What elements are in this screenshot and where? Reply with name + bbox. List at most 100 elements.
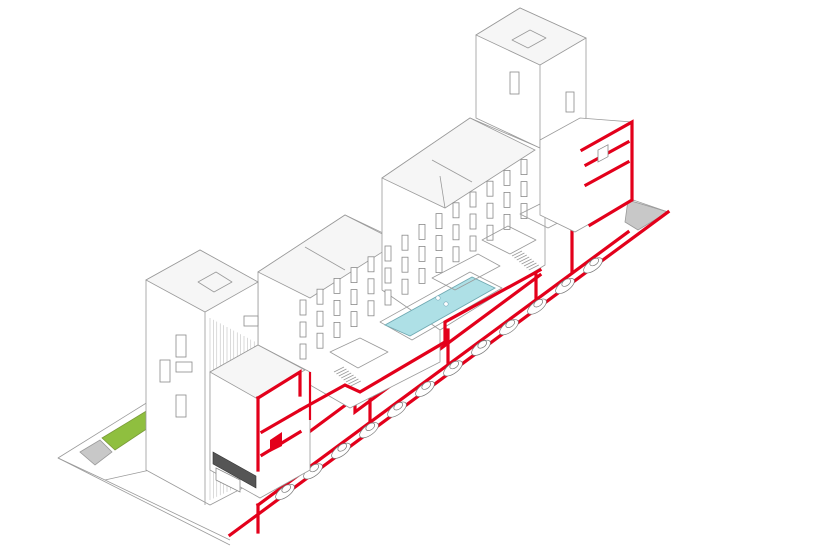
stairs [329, 199, 576, 387]
facade-window [299, 321, 307, 338]
front-tower-roof [145, 249, 259, 313]
pool-float-1 [435, 295, 441, 301]
courtyard-upper-cut [443, 267, 543, 344]
facade-window [333, 299, 341, 316]
parked-car [275, 484, 295, 500]
facade-window [486, 224, 494, 241]
shopfront-glazing [215, 467, 241, 493]
facade-window [401, 234, 409, 251]
facade-window [486, 180, 494, 197]
facade-window [520, 159, 528, 176]
front-low-cut-roof [255, 369, 302, 401]
stair-tread [526, 262, 537, 269]
facade-window [333, 321, 341, 338]
facade-window [299, 299, 307, 316]
stair-tread [350, 380, 361, 387]
facade-window [316, 310, 324, 327]
stair-tread [345, 376, 357, 383]
tower-side-balcony [243, 315, 259, 327]
facade-window [418, 267, 426, 284]
front-tower-balcony [175, 361, 193, 373]
facade-window [503, 213, 511, 230]
facade-window [350, 267, 358, 284]
stair-tread [348, 378, 359, 385]
roof-ridge-1 [304, 246, 346, 271]
facade-window [350, 311, 358, 328]
facade-window [469, 213, 477, 230]
facade-window [384, 267, 392, 284]
front-tower-window-2 [175, 334, 187, 358]
front-low-cut-floor [259, 407, 303, 435]
pool-deck [379, 271, 503, 341]
facade-window [452, 224, 460, 241]
facade-window [367, 278, 375, 295]
paving-right [624, 199, 669, 231]
facade-window [469, 235, 477, 252]
facade-window [503, 169, 511, 186]
right-block-window [597, 144, 609, 163]
cut-stair-fill [270, 432, 282, 452]
rear-tower [475, 7, 587, 149]
right-block-mass [539, 117, 633, 233]
right-block-outline-cut [579, 119, 634, 228]
facade-window [469, 191, 477, 208]
parked-car [499, 319, 519, 336]
facade-window [486, 202, 494, 219]
curb-line-front [57, 457, 231, 546]
stair-tread [516, 254, 527, 261]
pool-courtyard [379, 253, 503, 341]
facade-window [401, 278, 409, 295]
stair-tread [523, 260, 535, 267]
front-tower-window-1 [159, 359, 171, 383]
facade-window [435, 257, 443, 274]
roof-ridge-2 [431, 159, 473, 183]
rear-tower-hatch [511, 29, 547, 49]
facade-window [299, 343, 307, 360]
stair-tread [511, 250, 523, 257]
front-tower-hatch [197, 271, 233, 293]
facade-window [520, 181, 528, 198]
stair-tread [519, 256, 530, 263]
central-block [257, 117, 546, 409]
parked-car [443, 360, 463, 377]
sidewalk-left [57, 401, 151, 481]
stair-flight-1 [333, 366, 361, 387]
parked-car [387, 401, 407, 418]
rear-tower-roof [475, 7, 587, 66]
stair-tread [514, 252, 525, 259]
floor-1-cut [255, 229, 631, 508]
shopfront-dark [212, 451, 257, 489]
facade-window [350, 289, 358, 306]
pool-water [383, 276, 496, 337]
facade-window [435, 213, 443, 230]
courtyard-floor-cut [297, 339, 448, 413]
stair-landing-2 [481, 225, 537, 255]
courtyard-section-cuts [297, 267, 543, 420]
parked-car [415, 381, 435, 397]
facade-window [316, 288, 324, 305]
stair-tread [333, 366, 345, 373]
stair-tread [338, 370, 349, 377]
facade-window [401, 256, 409, 273]
roof-hip-2 [439, 175, 446, 209]
courtyard-facade-windows [299, 159, 528, 360]
stair-tread [343, 374, 354, 381]
stair-tread [521, 258, 532, 265]
front-low-block [209, 344, 311, 499]
paving-left [79, 439, 113, 466]
pool-float-2 [443, 301, 449, 307]
front-low-roof [209, 344, 306, 399]
facade-window [367, 300, 375, 317]
facade-window [418, 245, 426, 262]
facade-window [384, 245, 392, 262]
facade-window [418, 223, 426, 240]
facade-window [452, 246, 460, 263]
facade-window [367, 256, 375, 273]
pool-upper-deck [431, 253, 501, 291]
right-end-block [539, 117, 634, 233]
stair-flight-2 [511, 250, 539, 271]
stair-tread [336, 368, 347, 375]
parking-level [275, 257, 603, 500]
